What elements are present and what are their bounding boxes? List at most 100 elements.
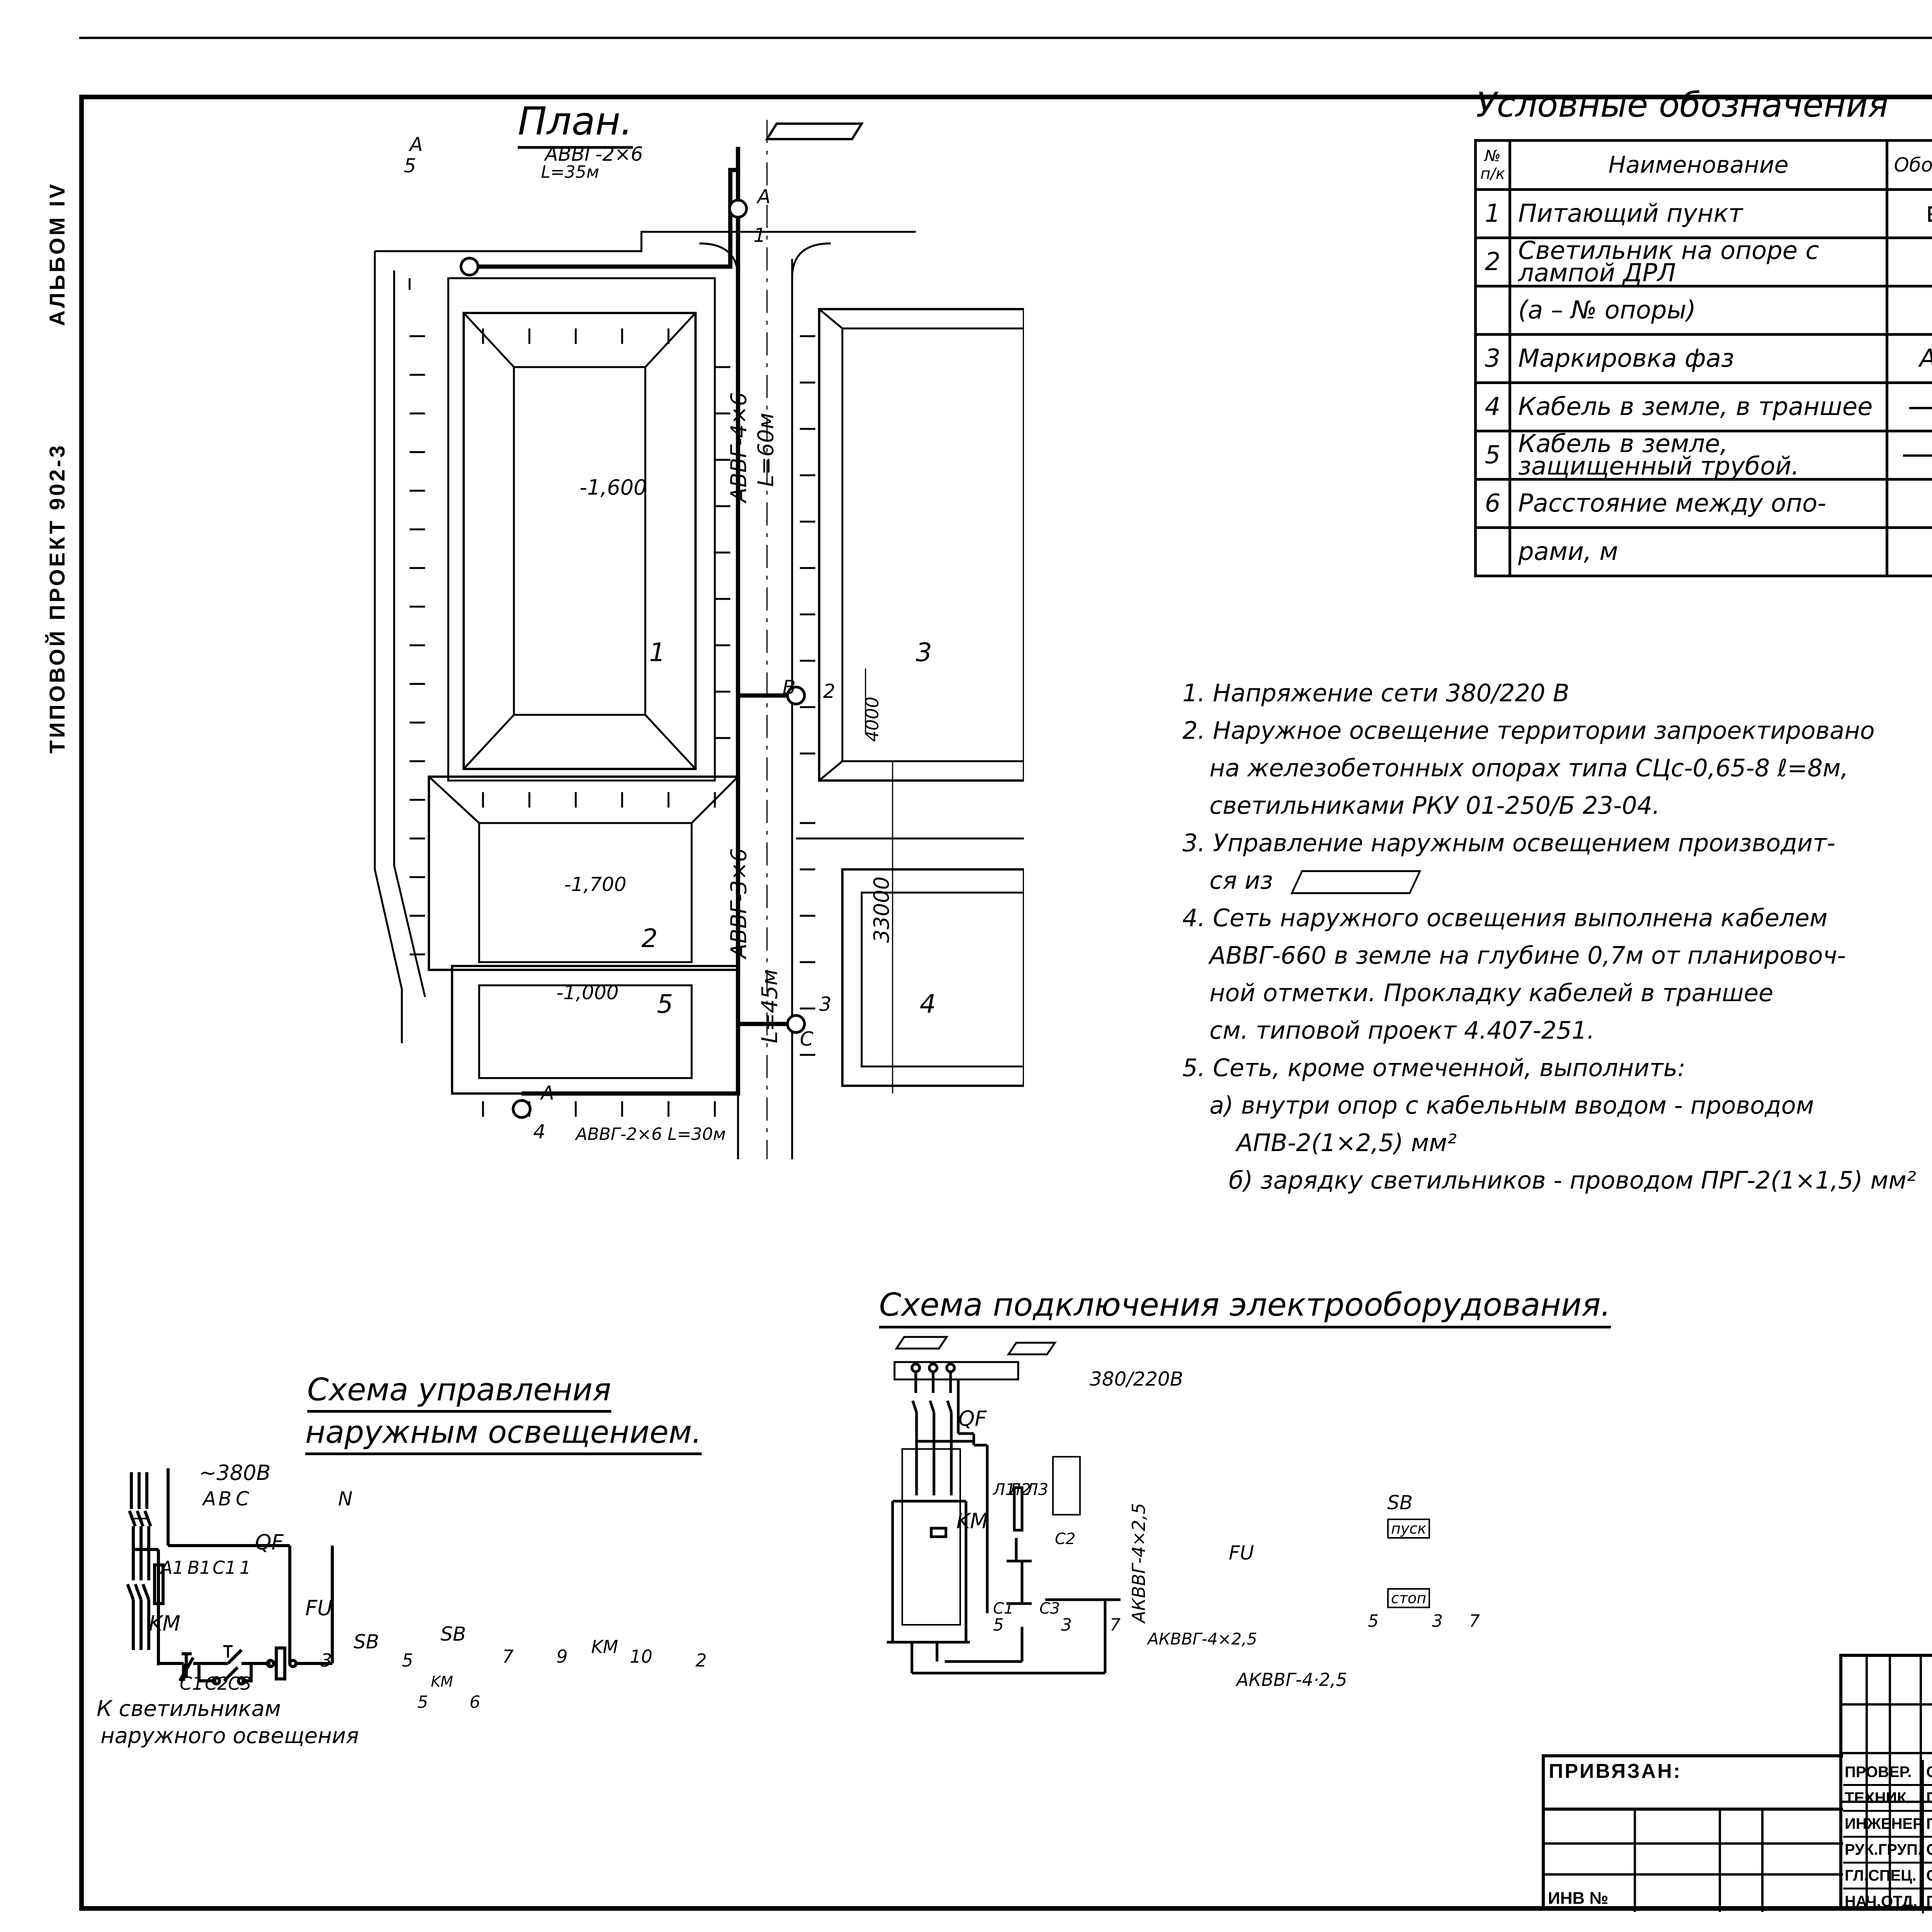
legend-table: № п/к Наименование Обозначение 1 Питающи… [1474,139,1932,577]
note-line: АПВ-2(1×2,5) мм² [1236,1129,1457,1157]
legend-row-name: рами, м [1509,526,1888,577]
plan-cable-mid-length: L=45м [757,969,782,1043]
control-button-sb-1: SB [354,1631,379,1653]
legend-row: 3 Маркировка фаз A, B, C [1474,333,1932,384]
plan-cable-main-label: АВВГ-4×6 [726,392,752,502]
phase-label-pole-1: A [757,185,771,208]
control-button-sb-2: SB [440,1623,466,1645]
signature-row: ГЛ.СПЕЦ. СТЕПАНЕНКО [1843,1864,1932,1889]
control-scheme-title-1: Схема управления [307,1372,611,1413]
signature-row: ИНЖЕНЕР ПАНФИЛОВА [1843,1812,1932,1838]
pole-label-4: 4 [533,1121,546,1143]
signature-name: ГОЛОВСКАЯ [1924,1786,1932,1810]
control-input-a1: A1 [160,1557,184,1578]
connection-term-c3: C3 [1039,1600,1060,1617]
supply-point-symbol-2 [1007,1342,1057,1355]
note-line: 4. Сеть наружного освещения выполнена ка… [1182,904,1828,932]
note-line: а) внутри опор с кабельным вводом - пров… [1209,1091,1814,1119]
connection-cable-short: АКВВГ-4×2,5 [1148,1629,1257,1648]
plan-cable-mid-label: АВВГ-3×6 [726,848,752,958]
terminal-label: 7 [1110,1615,1121,1635]
legend-row-num: 5 [1474,430,1511,481]
note-line: светильниками РКУ 01-250/Б 23-04. [1209,791,1660,820]
control-term-5: 5 [417,1692,428,1712]
signature-row: НАЧ.ОТД. ГОЛЬЦМАН [1843,1889,1932,1913]
legend-row-name: Питающий пункт [1509,188,1888,239]
signature-row: ТЕХНИК ГОЛОВСКАЯ [1843,1786,1932,1812]
connection-scheme-diagram [887,1336,1121,1675]
control-fuse-fu: FU [305,1596,333,1620]
pole-3 [786,1014,806,1034]
plan-cable-top-label: АВВГ-2×6 [545,143,643,165]
note-line: ной отметки. Прокладку кабелей в траншее [1209,979,1774,1007]
control-caption-1: К светильникам [97,1696,281,1721]
signature-role: ГЛ.СПЕЦ. [1843,1864,1924,1888]
control-voltage: ~380В [199,1461,271,1485]
plan-elevation-1: -1,600 [580,475,647,500]
plan-elevation-2: -1,700 [564,873,627,896]
plan-cable-top-length: L=35м [541,162,599,182]
connection-cable-bottom: АКВВГ-4·2,5 [1236,1669,1347,1690]
legend-row-name: Расстояние между опо- [1509,478,1888,529]
note-line: см. типовой проект 4.407-251. [1209,1016,1595,1044]
pond-label-2: 2 [641,923,658,953]
control-input-b1: B1 [187,1557,211,1578]
pole-5 [459,257,480,277]
terminal-label: 5 [993,1615,1004,1635]
legend-row-num: 4 [1474,381,1511,432]
control-scheme-title-2: наружным освещением. [305,1414,702,1455]
pole-label-2: 2 [823,680,835,702]
control-km-aux: KM [431,1673,453,1690]
side-band: ТИПОВОЙ ПРОЕКТ 902-3 АЛЬБОМ IV [44,182,70,753]
plan-title: План. [518,99,633,149]
plan-elevation-5: -1,000 [556,981,619,1004]
pole-label-5: 5 [404,155,416,177]
note-line-text: ся из [1209,866,1273,895]
legend-row: рами, м [1474,526,1932,577]
control-wire-10: 10 [630,1646,653,1667]
legend-row: 2 Светильник на опоре с лампой ДРЛ ◎ a [1474,236,1932,287]
connection-button-stop: стоп [1387,1588,1430,1608]
control-phase-b: B [218,1488,232,1510]
control-caption-2: наружного освещения [100,1723,359,1748]
plan-cable-bottom-label: АВВГ-2×6 L=30м [576,1124,726,1144]
legend-row-num: 3 [1474,333,1511,384]
signature-row: ПРОВЕР. СМЕРДОВА [1843,1760,1932,1786]
phase-marking-symbol: A, B, C [1886,333,1932,384]
legend-row-num: 1 [1474,188,1511,239]
terminal-label: 5 [1368,1611,1379,1631]
cable-top-route [468,147,740,269]
drawing-frame [79,95,1932,1911]
legend-row-symbol-empty [1886,285,1932,336]
signature-name: СМЕРДОВА [1924,1760,1932,1784]
plan-cable-main-length: L=60м [753,413,779,487]
connection-button-start: пуск [1387,1519,1430,1539]
pond-label-4: 4 [920,989,936,1019]
connection-terminal-row-km: 5 3 7 [993,1615,1121,1635]
connection-term-c2: C2 [1055,1530,1076,1548]
note-line: 2. Наружное освещение территории запроек… [1182,716,1875,745]
control-output-c3: C3 [228,1673,252,1694]
plan-dim-4000: 4000 [862,696,883,742]
control-neutral: N [338,1488,353,1510]
side-band-album: АЛЬБОМ IV [45,182,69,326]
control-scheme-diagram [126,1468,334,1685]
legend-row-num: 2 [1474,236,1511,287]
control-output-c1: C1 [180,1673,204,1694]
phase-label-pole-5: A [410,133,423,156]
pond-label-3: 3 [916,638,932,667]
signature-role: ТЕХНИК [1843,1786,1924,1810]
connection-term-l2: Л2 [1009,1480,1031,1499]
cable-bottom-route [522,1024,740,1096]
supply-point-icon [1886,188,1932,239]
control-coil-km: KM [591,1636,618,1657]
legend-row-symbol-empty [1886,526,1932,577]
pole-label-3: 3 [819,993,832,1015]
cable-trench-icon: W [1886,381,1932,432]
legend-row: 6 Расстояние между опо- L [1474,478,1932,529]
pole-2 [786,685,806,706]
phase-label-pole-4: A [541,1082,554,1104]
notes-left: 1. Напряжение сети 380/220 В 2. Наружное… [1182,674,1916,1199]
distance-symbol: L [1886,478,1932,529]
attached-block: ПРИВЯЗАН: ИНВ № [1542,1754,1843,1912]
